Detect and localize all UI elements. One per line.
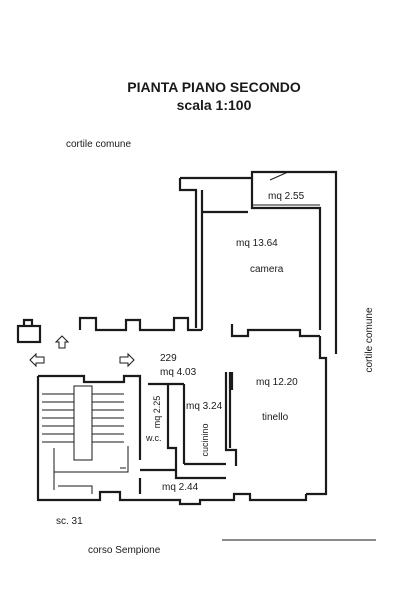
living-area: mq 12.20: [256, 377, 298, 388]
courtyard-label-right: cortile comune: [364, 307, 375, 372]
shaft-symbol: [16, 324, 42, 344]
wc-name: w.c.: [145, 433, 162, 443]
street-label: corso Sempione: [88, 545, 161, 556]
kitchenette-area: mq 3.24: [186, 401, 223, 412]
kitchenette-name: cucinino: [200, 423, 210, 456]
wc-area: mq 2.25: [152, 396, 162, 429]
plan-scale: scala 1:100: [177, 97, 252, 113]
corridor-area: mq 4.03: [160, 367, 197, 378]
bedroom-name: camera: [250, 264, 284, 275]
stair-treads: [42, 393, 124, 443]
plan-title: PIANTA PIANO SECONDO: [127, 79, 301, 95]
entrance-area: mq 2.44: [162, 482, 199, 493]
living-name: tinello: [262, 412, 289, 423]
arrow-left-icon: [29, 352, 45, 368]
staircase-label: sc. 31: [56, 516, 83, 527]
arrow-right-icon: [119, 352, 135, 368]
courtyard-label-top: cortile comune: [66, 139, 131, 150]
balcony-area: mq 2.55: [268, 191, 305, 202]
corridor-code: 229: [160, 353, 177, 364]
arrow-up-icon: [54, 335, 70, 349]
apartment-walls: [36, 170, 338, 506]
bedroom-area: mq 13.64: [236, 238, 278, 249]
